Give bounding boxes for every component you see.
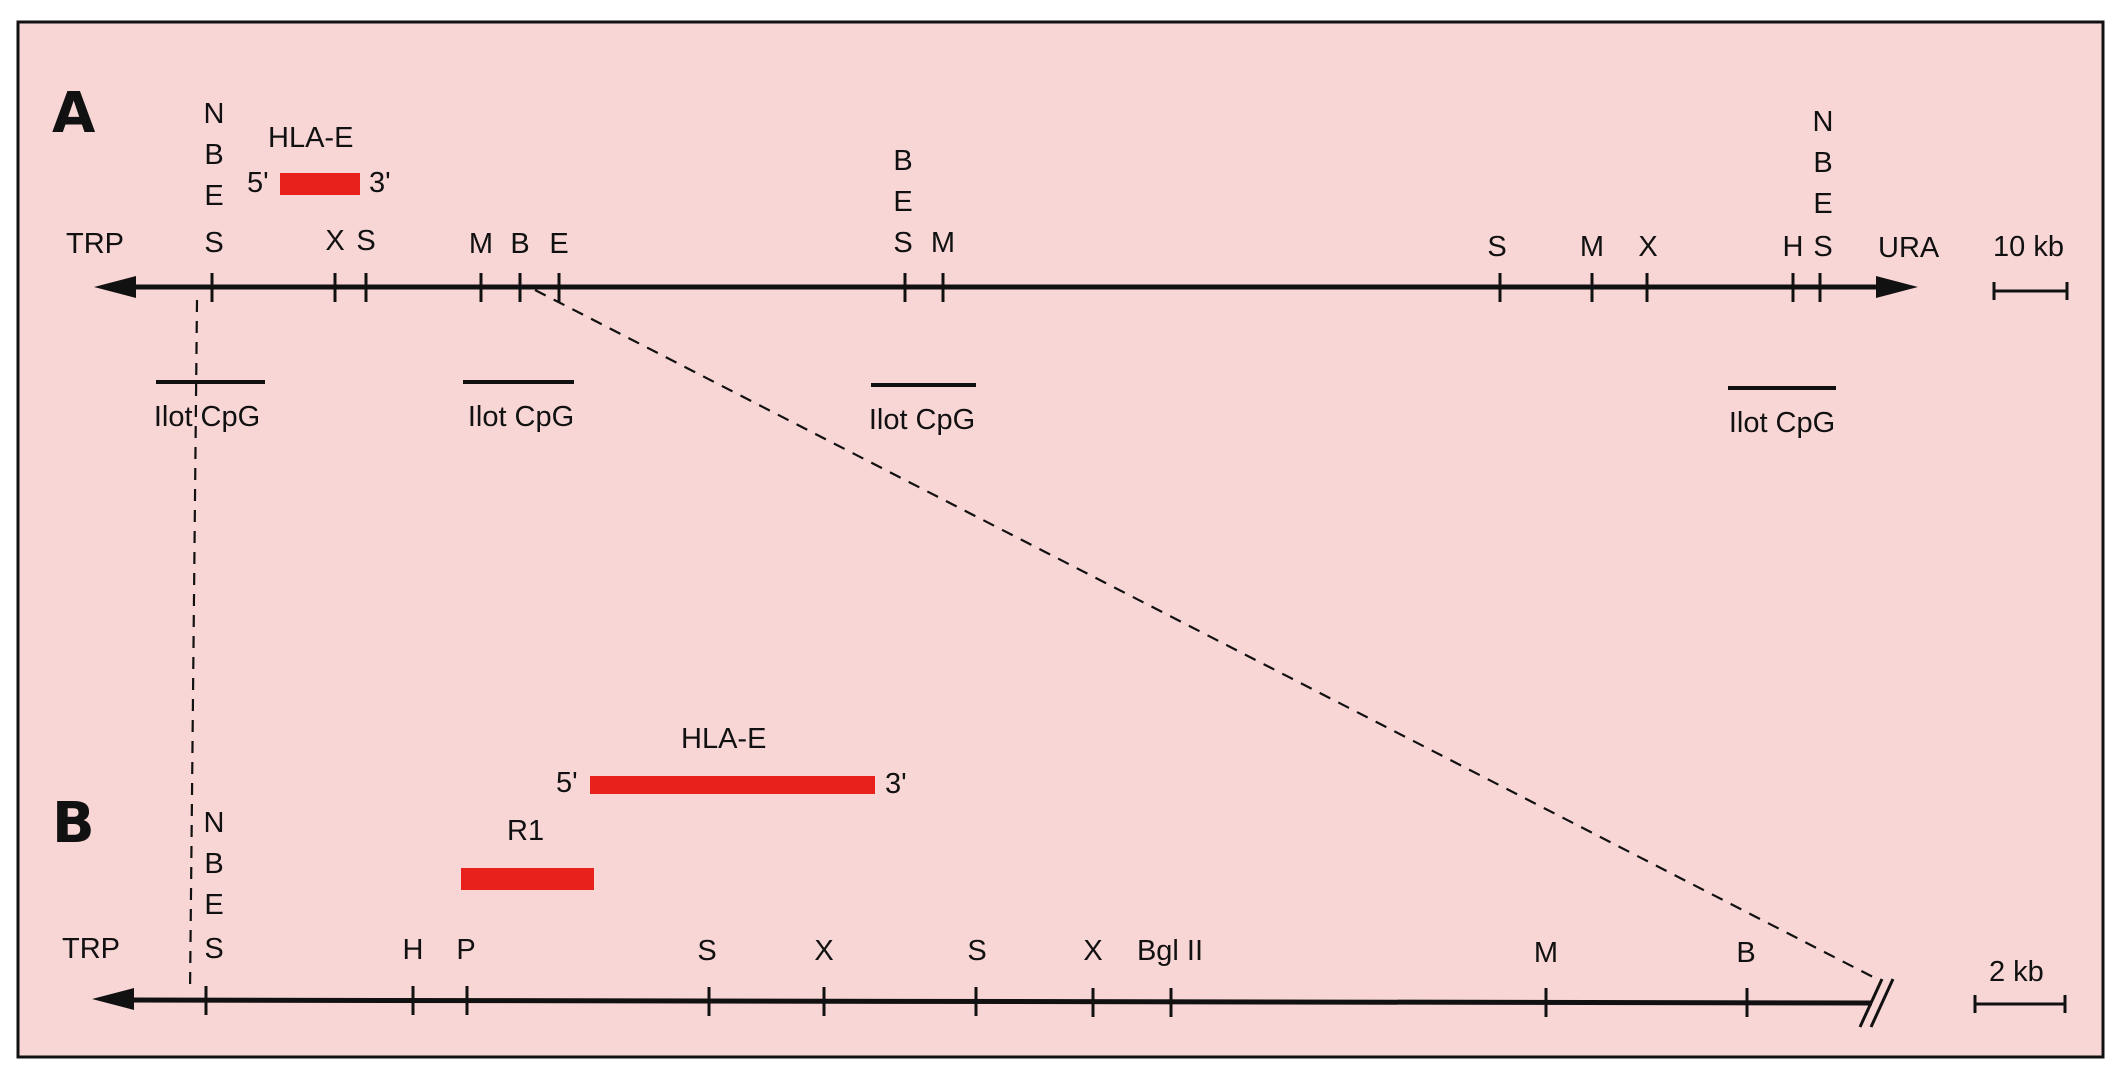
site-letter: S (356, 225, 375, 257)
gene-name: HLA-E (268, 122, 353, 154)
panel-b-scale-bar: 2 kb (1973, 956, 2067, 1013)
site-letter: S (1487, 231, 1506, 263)
site-letter: B (1813, 147, 1832, 179)
site-letter: N (204, 98, 225, 130)
site-letter: X (1083, 935, 1102, 967)
site-letter: N (1813, 106, 1834, 138)
panel-b-left-arrowhead (92, 988, 134, 1010)
site-letter: H (403, 934, 424, 966)
site-letter: B (1736, 937, 1755, 969)
panel-b-ticks (204, 986, 1749, 1017)
zoom-line-left (188, 299, 199, 994)
panel-b-probe: R1 (461, 815, 594, 890)
gene-five-prime: 5' (247, 167, 269, 199)
site-letter: B (893, 145, 912, 177)
figure-background (16, 20, 2105, 1059)
gene-five-prime: 5' (556, 767, 578, 799)
scale-label: 10 kb (1993, 231, 2064, 263)
site-letter: E (893, 186, 912, 218)
site-letter: B (510, 228, 529, 260)
site-letter: H (1783, 231, 1804, 263)
panel-a-left-arrowhead (94, 276, 136, 298)
site-letter: E (204, 180, 223, 212)
panel-b-letter: B (52, 791, 95, 856)
site-letter: S (204, 933, 223, 965)
site-letter: S (967, 935, 986, 967)
site-letter: S (893, 227, 912, 259)
cpg-island-label: Ilot CpG (1729, 407, 1835, 439)
panel-a-gene: HLA-E 5' 3' (247, 122, 391, 199)
probe-label: R1 (507, 815, 544, 847)
panel-a-scale-bar: 10 kb (1992, 231, 2069, 300)
cpg-island-label: Ilot CpG (869, 404, 975, 436)
site-letter: E (549, 228, 568, 260)
zoom-connector-lines (188, 289, 1874, 994)
panel-a: A TRP URA N B E S X S (52, 81, 2069, 439)
site-letter: E (204, 889, 223, 921)
gene-three-prime: 3' (369, 167, 391, 199)
panel-a-letter: A (52, 81, 96, 146)
site-letter: X (1638, 231, 1657, 263)
panel-b-gene: HLA-E 5' 3' (556, 723, 907, 800)
panel-a-ticks (210, 273, 1822, 302)
site-letter: B (204, 848, 223, 880)
site-letter: M (469, 228, 493, 260)
panel-a-right-arrowhead (1876, 276, 1918, 298)
scale-label: 2 kb (1989, 956, 2044, 988)
panel-a-left-label: TRP (66, 228, 124, 260)
site-letter: E (1813, 188, 1832, 220)
panel-a-right-label: URA (1878, 232, 1940, 264)
panel-b-axis (119, 997, 1873, 1006)
gene-name: HLA-E (681, 723, 766, 755)
site-letter: Bgl II (1137, 935, 1203, 967)
site-letter: X (814, 935, 833, 967)
site-letter: S (204, 227, 223, 259)
panel-b: B TRP N B E S H P S X S X (52, 723, 2067, 1028)
gene-bar (280, 173, 360, 195)
site-letter: M (1580, 231, 1604, 263)
site-letter: M (931, 227, 955, 259)
site-letter: M (1534, 937, 1558, 969)
site-letter: B (204, 139, 223, 171)
gene-bar (590, 776, 875, 794)
site-letter: P (456, 934, 475, 966)
site-letter: N (204, 807, 225, 839)
site-letter: X (325, 225, 344, 257)
probe-bar (461, 868, 594, 890)
cpg-island-label: Ilot CpG (468, 401, 574, 433)
panel-a-cpg-islands: Ilot CpG Ilot CpG Ilot CpG Ilot CpG (154, 380, 1836, 439)
site-letter: S (697, 935, 716, 967)
panel-b-left-label: TRP (62, 933, 120, 965)
panel-b-sites: N B E S H P S X S X Bgl II M B (204, 807, 1756, 969)
panel-b-break-mark (1869, 978, 1895, 1028)
panel-b-break-mark (1858, 978, 1884, 1028)
site-letter: S (1813, 231, 1832, 263)
cpg-island-label: Ilot CpG (154, 401, 260, 433)
gene-three-prime: 3' (885, 768, 907, 800)
panel-a-sites: N B E S X S M B E B E S M S M X H N B E … (204, 98, 1834, 263)
